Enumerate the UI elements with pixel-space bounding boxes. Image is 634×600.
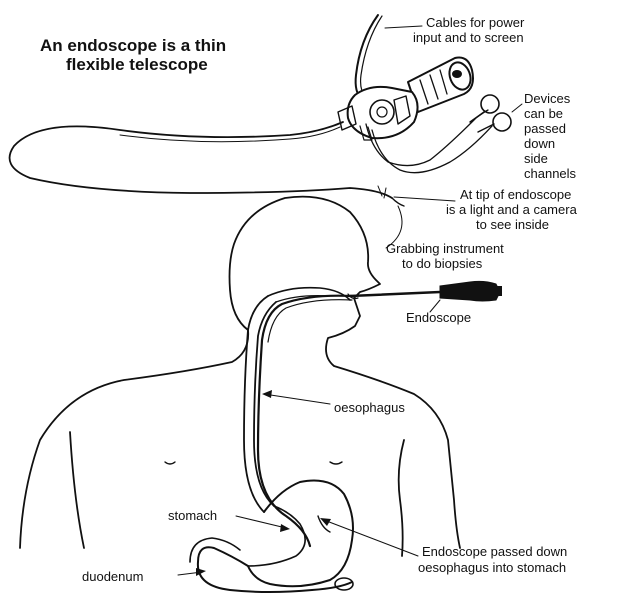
label-devices-line-6: channels	[524, 166, 577, 181]
label-devices-line-2: can be	[524, 106, 563, 121]
label-devices: Devices can be passed down side channels	[524, 91, 577, 181]
label-oesophagus: oesophagus	[334, 400, 405, 415]
control-head	[338, 58, 474, 141]
title-line-1: An endoscope is a thin	[40, 36, 226, 55]
label-cables-line-1: Cables for power	[426, 15, 525, 30]
label-passed: Endoscope passed down oesophagus into st…	[418, 544, 567, 575]
label-passed-line-1: Endoscope passed down	[422, 544, 567, 559]
label-endoscope: Endoscope	[406, 310, 471, 325]
endoscope-external-shaft	[350, 292, 440, 296]
label-grabbing-line-2: to do biopsies	[402, 256, 483, 271]
pointer-lines	[178, 300, 440, 576]
left-arm-outline	[70, 432, 84, 548]
label-tip: At tip of endoscope is a light and a cam…	[446, 187, 578, 232]
endoscope-inside-body	[258, 296, 352, 546]
diagram-title: An endoscope is a thin flexible telescop…	[40, 36, 226, 74]
leader-stomach	[236, 516, 286, 528]
label-duodenum: duodenum	[82, 569, 143, 584]
label-devices-line-5: side	[524, 151, 548, 166]
label-tip-line-3: to see inside	[476, 217, 549, 232]
oesophagus-right-wall	[254, 302, 276, 506]
label-devices-line-4: down	[524, 136, 555, 151]
leader-oesophagus	[264, 394, 330, 404]
leader-passed	[324, 520, 418, 556]
right-arm-outline	[399, 440, 404, 556]
leader-tip	[394, 197, 455, 201]
label-cables: Cables for power input and to screen	[413, 15, 525, 45]
label-tip-line-2: is a light and a camera	[446, 202, 578, 217]
label-cables-line-2: input and to screen	[413, 30, 524, 45]
endoscope-handle	[440, 281, 500, 301]
label-stomach: stomach	[168, 508, 217, 523]
leader-devices	[512, 104, 522, 112]
label-grabbing-line-1: Grabbing instrument	[386, 241, 504, 256]
leader-cables	[385, 26, 422, 28]
title-line-2: flexible telescope	[66, 55, 208, 74]
insertion-tube-loop	[10, 122, 392, 198]
stomach-outline	[248, 481, 353, 587]
label-passed-line-2: oesophagus into stomach	[418, 560, 566, 575]
label-tip-line-1: At tip of endoscope	[460, 187, 571, 202]
label-grabbing: Grabbing instrument to do biopsies	[386, 241, 504, 271]
label-devices-line-3: passed	[524, 121, 566, 136]
label-devices-line-1: Devices	[524, 91, 571, 106]
